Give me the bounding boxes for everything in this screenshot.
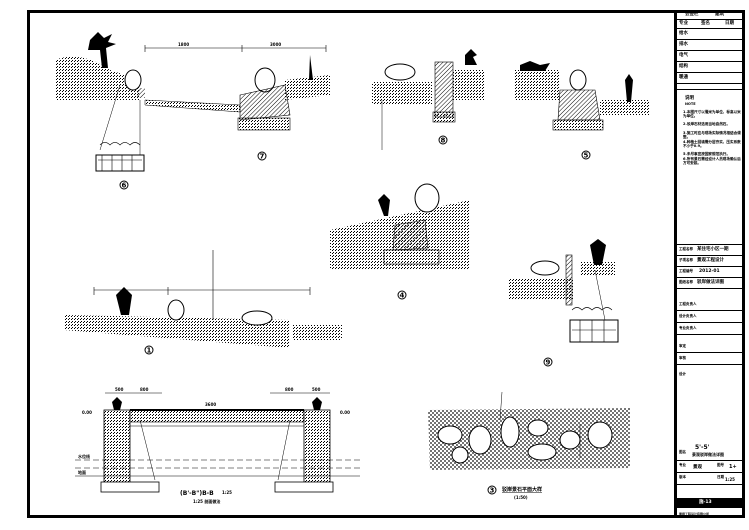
note-item: 4.种植土回填需分层夯实，压实系数不小于0.9。 bbox=[683, 140, 741, 149]
discipline-label: 专业 bbox=[679, 463, 686, 467]
ground-label: 地面 bbox=[78, 469, 86, 475]
detail-6-7: 1800 3000 6 7 bbox=[55, 32, 330, 190]
sheet-number-bar: 施-13 bbox=[677, 498, 742, 508]
tb-row: 子项名称景观工程设计 bbox=[677, 255, 742, 267]
tb-row: 电气 bbox=[677, 50, 742, 62]
dim-label: 500 bbox=[312, 387, 321, 392]
scale-value: 1:25 bbox=[725, 477, 735, 482]
note-item: 5.未尽事宜按国家规范执行。 bbox=[683, 152, 730, 156]
tb-row: 设计负责人 bbox=[677, 310, 742, 323]
drawing-frame bbox=[27, 10, 745, 518]
tb-row: 专业负责人 bbox=[677, 322, 742, 335]
section-b-b: 3600 500 800 800 500 水位线 地面 0.00 0.00 (B… bbox=[75, 387, 360, 504]
section-subtitle: 1:25 剖面做法 bbox=[193, 498, 220, 504]
elevation-label: 0.00 bbox=[340, 410, 350, 415]
dim-label: 500 bbox=[115, 387, 124, 392]
note-item: 3.施工时应与现场实际情况相结合调整。 bbox=[683, 131, 741, 140]
tb-row: 给水 bbox=[677, 28, 742, 40]
plan-view-stones: 3 驳岸景石平面大样 (1:50) bbox=[428, 391, 630, 500]
sheet-label: 图号 bbox=[717, 463, 724, 467]
detail-marker-8: 8 bbox=[441, 137, 446, 145]
notes-sub: NOTE bbox=[685, 102, 696, 106]
tb-row bbox=[677, 83, 742, 90]
sheet-value: 1+ bbox=[729, 464, 737, 470]
discipline-value: 景观 bbox=[693, 465, 702, 470]
rubble-stone-foundation bbox=[569, 307, 619, 343]
notes-heading: 说明 bbox=[685, 96, 694, 101]
drawing-title: 5'-5' bbox=[695, 444, 710, 451]
palm-tree-icon bbox=[88, 32, 116, 68]
water-level-label: 水位线 bbox=[77, 453, 90, 459]
detail-marker-4: 4 bbox=[400, 292, 405, 300]
tb-row: 审核 bbox=[677, 352, 742, 365]
detail-4: 4 bbox=[330, 183, 470, 300]
company-name: 景观工程设计有限公司 bbox=[679, 512, 710, 516]
detail-marker-9: 9 bbox=[546, 359, 551, 367]
detail-1: 1 bbox=[64, 250, 342, 355]
note-item: 6.所有景石需经设计人员现场确认后方可安装。 bbox=[683, 157, 741, 166]
tb-row: 暖通 bbox=[677, 72, 742, 84]
plan-scale: (1:50) bbox=[514, 495, 528, 500]
dim-label: 3000 bbox=[270, 42, 281, 47]
tb-row: 会签栏建筑 bbox=[677, 10, 742, 20]
detail-marker-3: 3 bbox=[490, 487, 495, 495]
detail-marker-1: 1 bbox=[147, 347, 152, 355]
tb-row: 工程名称某住宅小区一期 bbox=[677, 244, 742, 256]
detail-9: 9 bbox=[508, 239, 619, 367]
dim-label: 3600 bbox=[205, 402, 216, 407]
rubble-stone-foundation bbox=[95, 142, 145, 172]
tb-row: 结构 bbox=[677, 61, 742, 73]
tb-row: 审定 bbox=[677, 340, 742, 353]
detail-marker-7: 7 bbox=[260, 153, 265, 161]
detail-marker-6: 6 bbox=[122, 182, 127, 190]
dim-label: 800 bbox=[140, 387, 149, 392]
tb-row: 排水 bbox=[677, 39, 742, 51]
detail-marker-5: 5 bbox=[584, 152, 589, 160]
plan-title: 驳岸景石平面大样 bbox=[502, 486, 542, 493]
tb-row: 工程负责人 bbox=[677, 298, 742, 311]
version-label: 版本 bbox=[679, 475, 686, 479]
drawing-name-label: 图名 bbox=[679, 450, 686, 454]
note-item: 2.驳岸石材选用当地自然石。 bbox=[683, 122, 730, 126]
detail-8: 8 bbox=[372, 49, 485, 150]
tb-row: 图纸名称驳岸做法详图 bbox=[677, 277, 742, 289]
note-item: 1.本图尺寸以毫米为单位，标高以米为单位。 bbox=[683, 110, 741, 119]
tb-row: 专业签名日期 bbox=[677, 19, 742, 29]
tb-label: 设计 bbox=[679, 372, 686, 376]
drawing-subtitle: 景观驳岸做法详图 bbox=[692, 452, 724, 457]
dim-label: 800 bbox=[285, 387, 294, 392]
section-scale: 1:25 bbox=[222, 490, 232, 495]
title-block: 会签栏建筑 专业签名日期 给水 排水 电气 结构 暖通 说明 NOTE 1.本图… bbox=[674, 10, 742, 518]
section-title: (B'-B")B-B bbox=[180, 490, 214, 497]
date-label: 日期 bbox=[717, 475, 724, 479]
dim-label: 1800 bbox=[178, 42, 189, 47]
detail-5: 5 bbox=[515, 61, 650, 160]
elevation-label: 0.00 bbox=[82, 410, 92, 415]
